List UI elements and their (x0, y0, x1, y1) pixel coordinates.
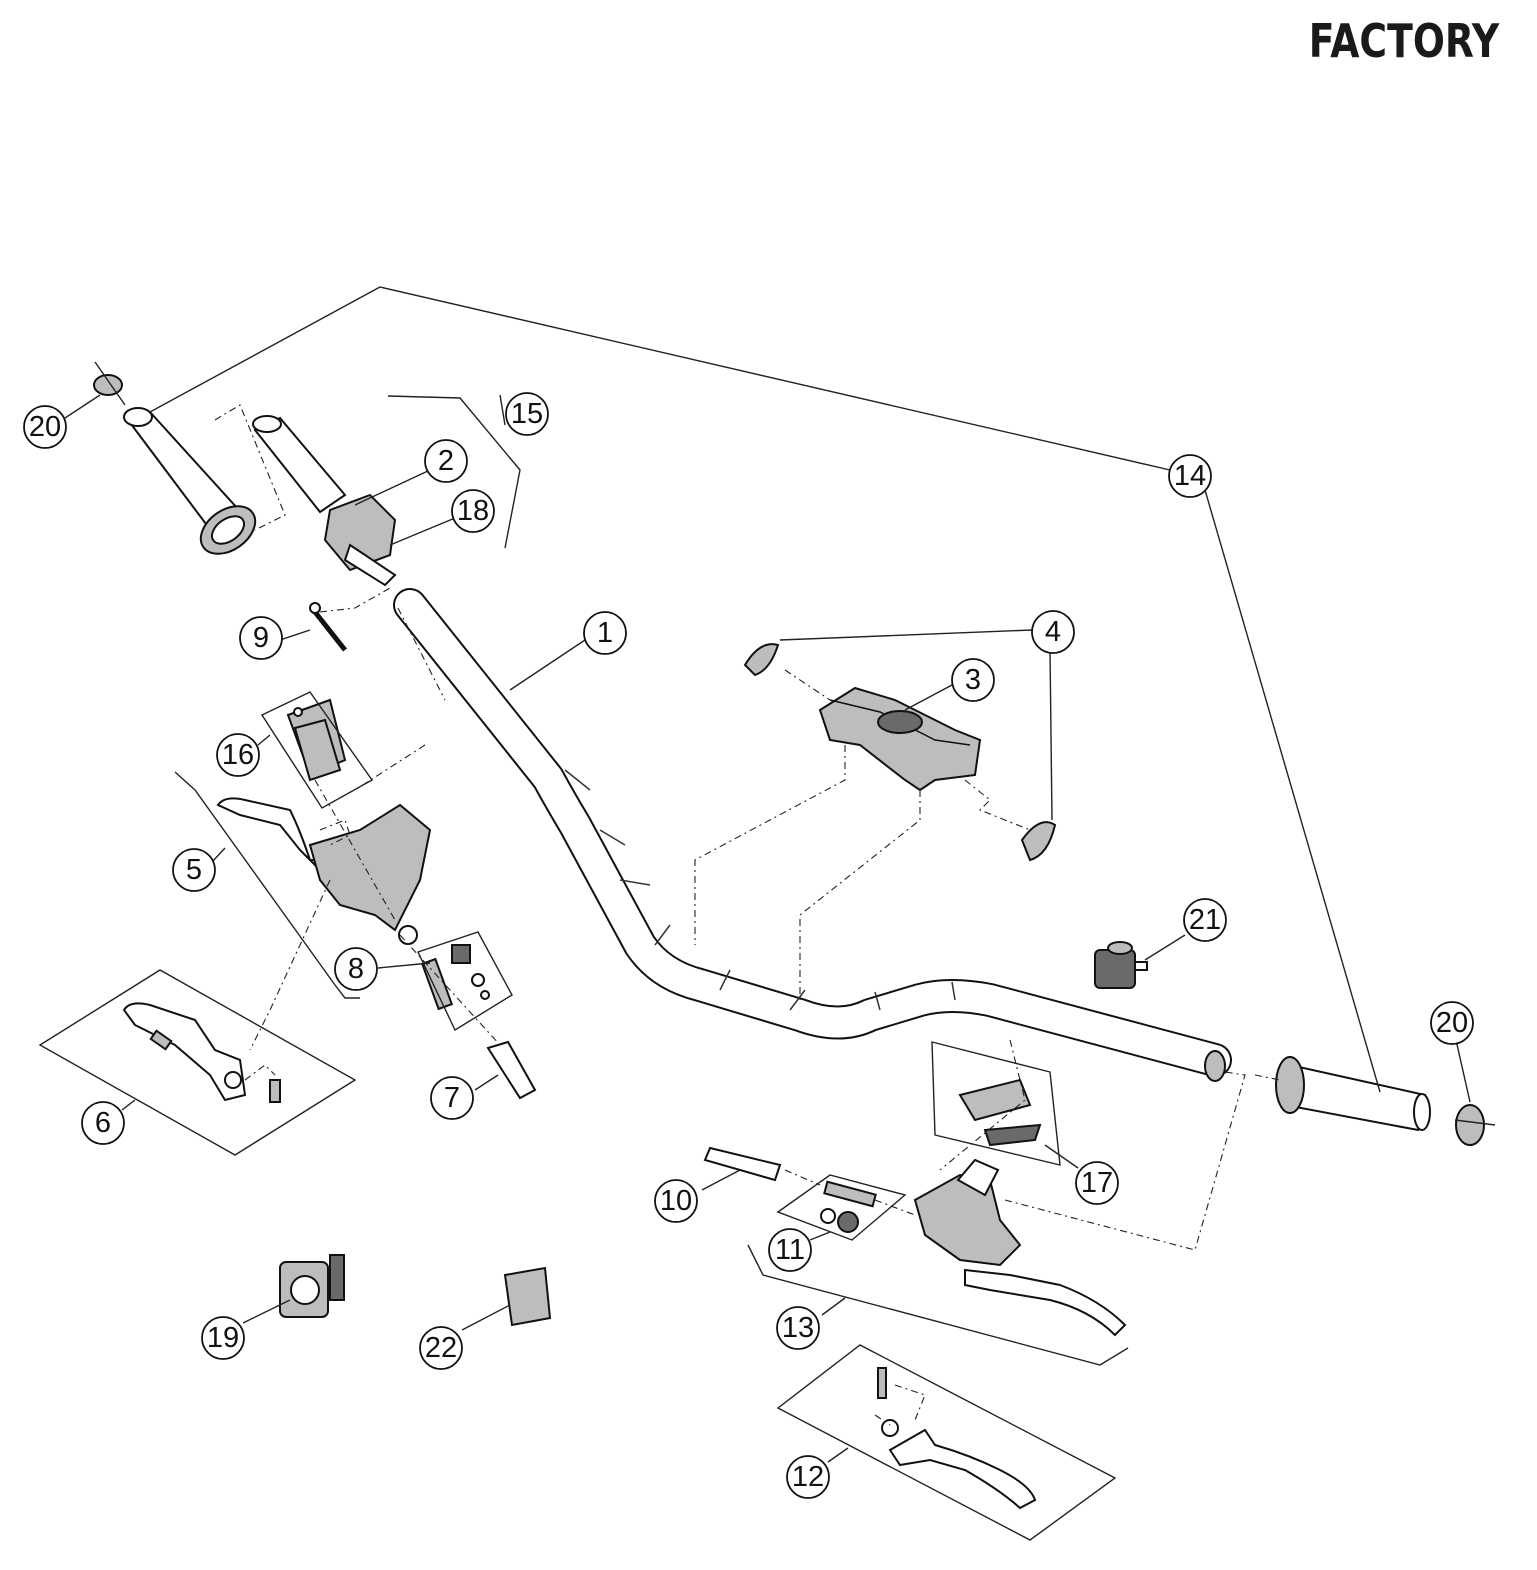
callout-7: 7 (430, 1076, 474, 1120)
callout-label: 20 (1436, 1007, 1468, 1039)
brand-logo: FACTORY (1308, 14, 1499, 68)
decal-pack (503, 1266, 552, 1327)
callout-17: 17 (1075, 1161, 1119, 1205)
callout-14: 14 (1168, 454, 1212, 498)
kit-outline-17 (931, 1041, 1061, 1166)
callout-label: 20 (29, 411, 61, 443)
right-bar-end (703, 1146, 782, 1182)
map-switch (1094, 941, 1148, 989)
callout-label: 5 (186, 854, 202, 886)
callout-1: 1 (583, 611, 627, 655)
callout-label: 9 (253, 622, 269, 654)
callout-20-right: 20 (1430, 1001, 1474, 1045)
left-lever-assembly (216, 698, 432, 945)
callout-16: 16 (216, 733, 260, 777)
throttle-assembly (252, 415, 397, 587)
kit-outline-8 (417, 931, 513, 1032)
left-reservoir-cap (293, 707, 342, 782)
callout-18: 18 (451, 489, 495, 533)
callout-15: 15 (505, 392, 549, 436)
callout-label: 10 (660, 1185, 692, 1217)
callout-label: 7 (444, 1082, 460, 1114)
callout-10: 10 (654, 1179, 698, 1223)
callout-12: 12 (786, 1455, 830, 1499)
callout-label: 3 (965, 664, 981, 696)
kit-outline-6 (38, 969, 357, 1156)
callout-label: 18 (457, 495, 489, 527)
right-spare-lever (877, 1367, 1037, 1510)
callout-label: 1 (597, 617, 613, 649)
left-rebuild-kit (420, 944, 490, 1011)
hot-start-switch (279, 1254, 345, 1318)
callout-19: 19 (201, 1316, 245, 1360)
callout-label: 2 (438, 445, 454, 477)
cable-strap-top (743, 643, 780, 677)
kit-outline-12 (776, 1344, 1117, 1541)
right-rebuild-kit (820, 1180, 877, 1233)
callout-label: 21 (1189, 904, 1221, 936)
left-spare-lever (122, 1002, 281, 1103)
callout-21: 21 (1183, 898, 1227, 942)
right-lever-assembly (913, 1158, 1127, 1337)
callout-20-left: 20 (23, 405, 67, 449)
right-grip (1275, 1056, 1431, 1132)
kit-outline-11 (776, 1174, 907, 1241)
callout-22: 22 (419, 1326, 463, 1370)
cable-strap-bottom (1020, 821, 1057, 862)
callout-8: 8 (334, 947, 378, 991)
throttle-pin (309, 602, 347, 652)
left-bar-end-cap (93, 361, 126, 406)
left-bar-end (486, 1040, 537, 1100)
callout-label: 12 (792, 1461, 824, 1493)
callout-13: 13 (776, 1306, 820, 1350)
callout-11: 11 (768, 1228, 812, 1272)
callout-label: 4 (1045, 616, 1061, 648)
callout-label: 16 (222, 739, 254, 771)
callout-label: 8 (348, 953, 364, 985)
right-reservoir-cap (958, 1078, 1042, 1147)
handlebar (393, 588, 1232, 1082)
left-grip (123, 407, 257, 555)
callout-4: 4 (1031, 610, 1075, 654)
callout-9: 9 (239, 616, 283, 660)
callout-5: 5 (172, 848, 216, 892)
bar-clamp (818, 686, 982, 792)
right-bar-end-cap (1454, 1104, 1496, 1146)
callout-label: 15 (511, 398, 543, 430)
assembly-lines (214, 404, 1281, 1426)
kit-outline-13 (747, 1244, 1129, 1366)
leader-lines (64, 286, 1471, 1463)
kit-outline-16 (260, 691, 374, 809)
callout-label: 22 (425, 1332, 457, 1364)
callout-6: 6 (81, 1101, 125, 1145)
callout-label: 14 (1174, 460, 1206, 492)
callout-label: 11 (775, 1234, 805, 1266)
callout-label: 6 (95, 1107, 111, 1139)
callout-3: 3 (951, 658, 995, 702)
kit-outline-5 (174, 771, 360, 999)
callout-label: 19 (207, 1322, 239, 1354)
kit-outline-15 (387, 395, 521, 549)
callout-label: 13 (782, 1312, 814, 1344)
callout-label: 17 (1081, 1167, 1113, 1199)
callout-2: 2 (424, 439, 468, 483)
